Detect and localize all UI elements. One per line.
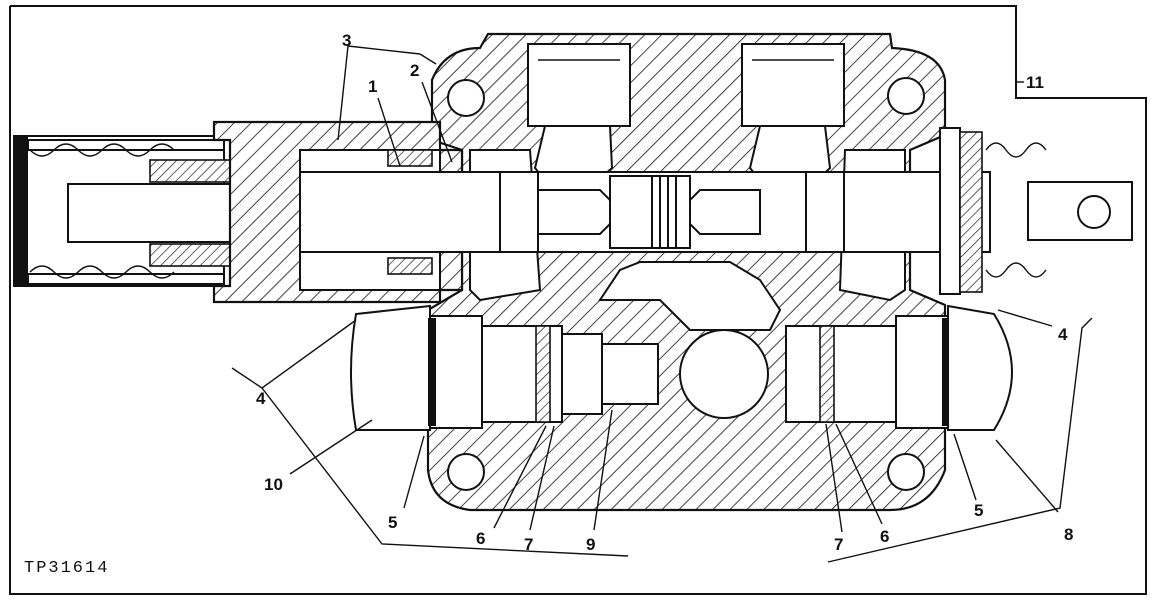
callout-5-left: 5 bbox=[388, 513, 397, 532]
lower-check-valve-bore bbox=[350, 304, 1013, 431]
leader-lines bbox=[231, 45, 1093, 563]
callout-4-right: 4 bbox=[1058, 325, 1068, 344]
callout-6-right: 6 bbox=[880, 527, 889, 546]
callout-7-right: 7 bbox=[834, 535, 843, 554]
valve-spool bbox=[299, 171, 991, 253]
figure-code: TP31614 bbox=[24, 559, 109, 578]
spool-clevis-end bbox=[939, 127, 1133, 295]
callout-labels: 3 1 2 11 4 4 10 5 6 7 9 7 6 5 8 bbox=[256, 31, 1073, 554]
callout-10: 10 bbox=[264, 475, 283, 494]
callout-5-right: 5 bbox=[974, 501, 983, 520]
callout-9: 9 bbox=[586, 535, 595, 554]
callout-1: 1 bbox=[368, 77, 377, 96]
callout-8: 8 bbox=[1064, 525, 1073, 544]
callout-7-left: 7 bbox=[524, 535, 533, 554]
callout-3: 3 bbox=[342, 31, 351, 50]
callout-4-left: 4 bbox=[256, 389, 266, 408]
callout-11: 11 bbox=[1026, 73, 1044, 92]
callout-2: 2 bbox=[410, 61, 419, 80]
outer-frame bbox=[9, 5, 1147, 595]
callout-6-left: 6 bbox=[476, 529, 485, 548]
valve-housing bbox=[426, 32, 947, 512]
